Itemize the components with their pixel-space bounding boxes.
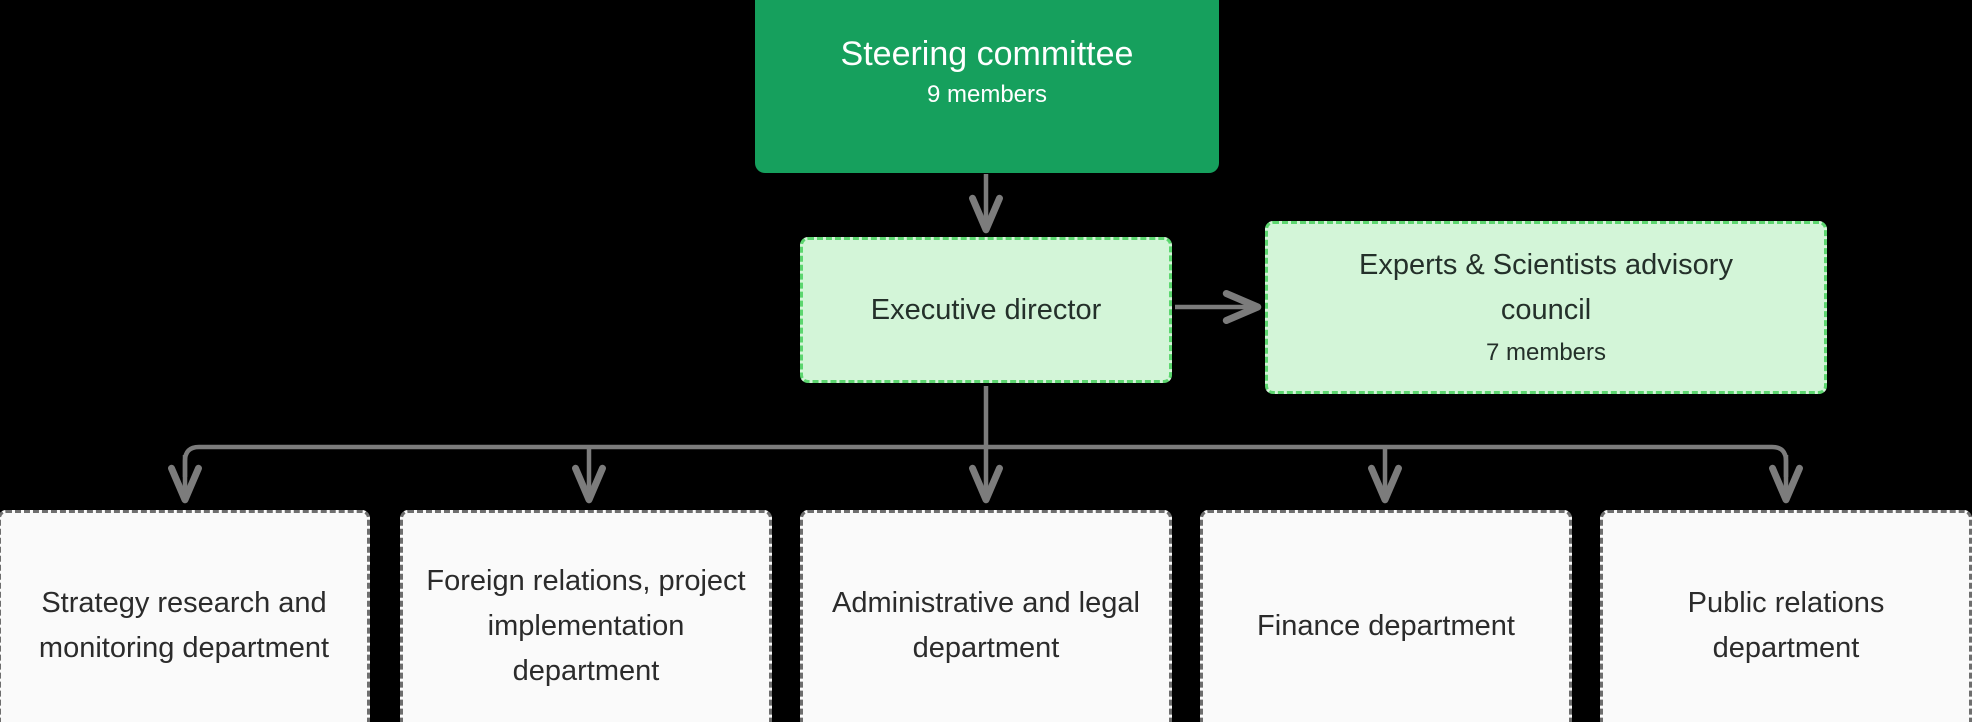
node-department-title: Strategy research and monitoring departm… bbox=[38, 587, 330, 664]
node-department-public-relations[interactable]: Public relations department bbox=[1600, 510, 1972, 722]
node-department-title: Foreign relations, project implementatio… bbox=[426, 564, 746, 687]
node-executive-director-title: Executive director bbox=[870, 293, 1102, 326]
node-advisory-council[interactable]: Experts & Scientists advisory council 7 … bbox=[1265, 221, 1827, 394]
node-executive-director[interactable]: Executive director bbox=[800, 237, 1172, 383]
node-department-strategy-research[interactable]: Strategy research and monitoring departm… bbox=[0, 510, 370, 722]
node-steering-committee[interactable]: Steering committee 9 members bbox=[755, 0, 1219, 173]
node-department-title: Administrative and legal department bbox=[832, 587, 1140, 664]
node-department-title: Finance department bbox=[1257, 609, 1515, 642]
node-department-title: Public relations department bbox=[1687, 587, 1885, 664]
node-department-administrative-legal[interactable]: Administrative and legal department bbox=[800, 510, 1172, 722]
node-advisory-council-subtitle: 7 members bbox=[1485, 338, 1607, 366]
node-steering-committee-title: Steering committee bbox=[840, 34, 1134, 73]
node-department-foreign-relations[interactable]: Foreign relations, project implementatio… bbox=[400, 510, 772, 722]
node-department-finance[interactable]: Finance department bbox=[1200, 510, 1572, 722]
node-advisory-council-title: Experts & Scientists advisory council bbox=[1359, 248, 1733, 326]
node-steering-committee-subtitle: 9 members bbox=[926, 80, 1048, 108]
edge-bus bbox=[182, 444, 1789, 477]
